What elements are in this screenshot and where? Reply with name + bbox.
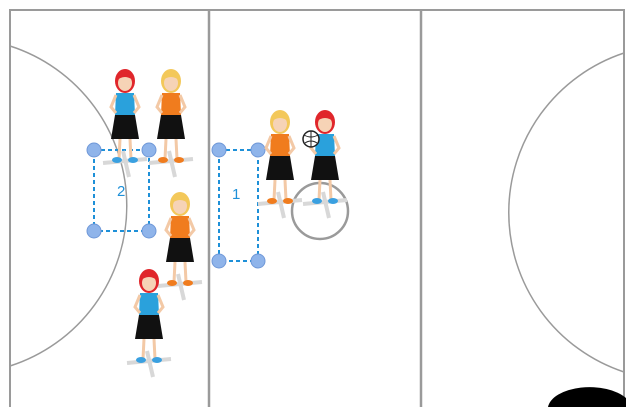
zone-2-box [93,149,150,232]
zone-2-label: 2 [117,183,125,200]
zone-handle[interactable] [141,223,157,239]
volleyball-icon[interactable] [302,130,320,148]
player-blonde-orange-top[interactable] [156,190,204,302]
zone-handle[interactable] [250,253,266,269]
corner-button[interactable] [548,387,626,407]
zone-handle[interactable] [86,223,102,239]
zone-handle[interactable] [211,253,227,269]
player-red-hair-blue-top[interactable] [101,67,149,179]
zone-handle[interactable] [250,142,266,158]
court-lines [9,9,625,407]
zone-handle[interactable] [141,142,157,158]
court-outline [9,9,625,407]
goal-circle-left [9,45,128,367]
player-blonde-orange-top[interactable] [256,108,304,220]
player-red-hair-blue-top[interactable] [301,108,349,220]
zone-2[interactable]: 2 [86,142,157,239]
zone-1-box [218,149,259,262]
zone-1-label: 1 [232,186,240,203]
zone-1[interactable]: 1 [211,142,266,269]
zone-handle[interactable] [211,142,227,158]
player-blonde-orange-top[interactable] [147,67,195,179]
zone-handle[interactable] [86,142,102,158]
goal-circle-right [508,52,625,373]
